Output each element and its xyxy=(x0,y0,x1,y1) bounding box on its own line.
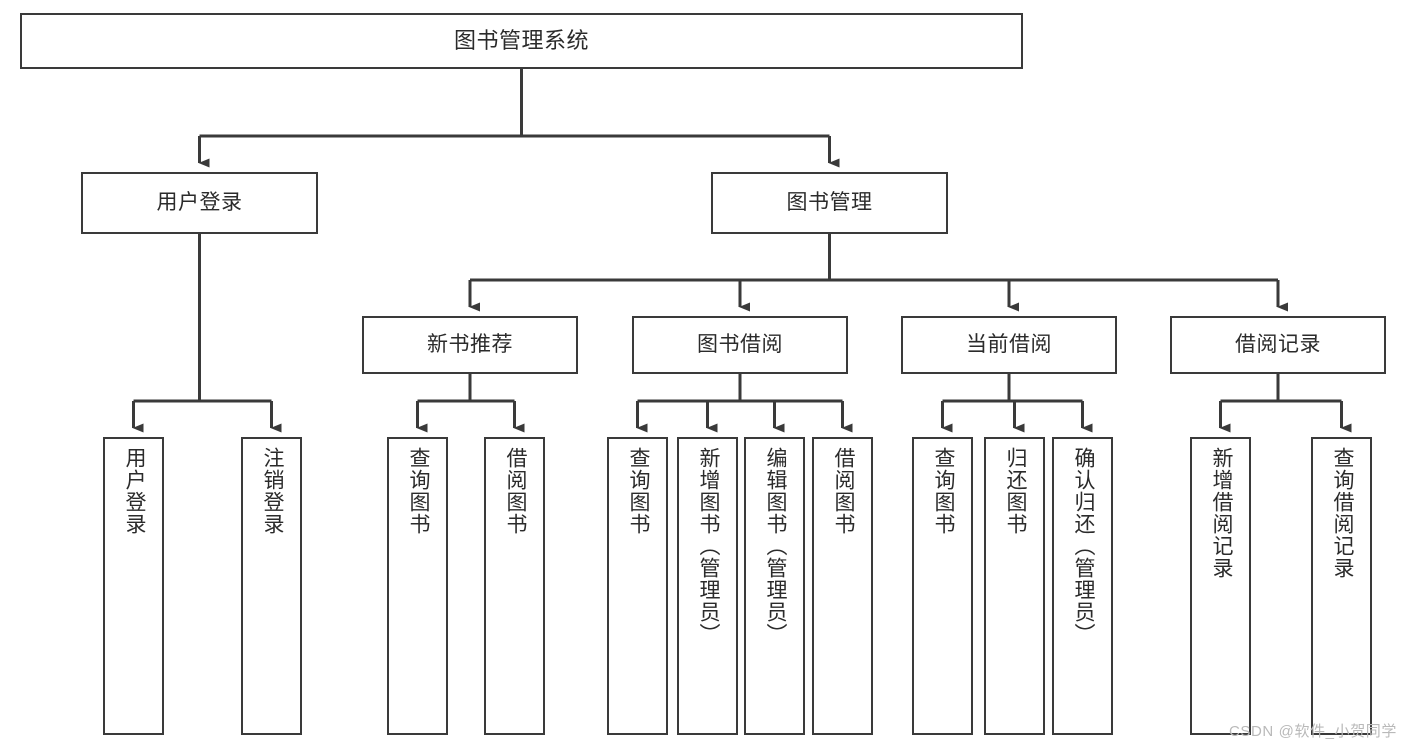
node-box-leaf13[interactable]: 查询借阅记录 xyxy=(1311,437,1372,735)
node-box-root[interactable]: 图书管理系统 xyxy=(20,13,1023,69)
node-box-borrow[interactable]: 图书借阅 xyxy=(632,316,848,374)
node-box-leaf10[interactable]: 归还图书 xyxy=(984,437,1045,735)
node-label-borrow: 图书借阅 xyxy=(697,332,783,356)
node-label-login: 用户登录 xyxy=(156,190,243,214)
node-label-bookmgmt: 图书管理 xyxy=(786,190,873,214)
node-label-leaf12: 新增借阅记录 xyxy=(1209,447,1233,579)
node-box-leaf7[interactable]: 编辑图书（管理员） xyxy=(744,437,805,735)
node-box-leaf2[interactable]: 注销登录 xyxy=(241,437,302,735)
node-label-leaf13: 查询借阅记录 xyxy=(1330,447,1354,579)
edge-paths xyxy=(132,69,1352,433)
node-box-leaf5[interactable]: 查询图书 xyxy=(607,437,668,735)
node-box-leaf1[interactable]: 用户登录 xyxy=(103,437,164,735)
node-label-leaf8: 借阅图书 xyxy=(831,447,855,535)
node-label-current: 当前借阅 xyxy=(966,332,1052,356)
node-label-root: 图书管理系统 xyxy=(453,28,589,54)
node-label-leaf2: 注销登录 xyxy=(260,447,284,535)
node-box-leaf11[interactable]: 确认归还（管理员） xyxy=(1052,437,1113,735)
node-label-leaf3: 查询图书 xyxy=(406,447,430,535)
node-label-records: 借阅记录 xyxy=(1235,332,1321,356)
node-label-leaf5: 查询图书 xyxy=(626,447,650,535)
node-box-newrec[interactable]: 新书推荐 xyxy=(362,316,578,374)
node-box-current[interactable]: 当前借阅 xyxy=(901,316,1117,374)
node-label-newrec: 新书推荐 xyxy=(427,332,513,356)
node-box-login[interactable]: 用户登录 xyxy=(81,172,318,234)
node-label-leaf4: 借阅图书 xyxy=(503,447,527,535)
node-label-leaf7: 编辑图书（管理员） xyxy=(763,447,787,645)
node-label-leaf1: 用户登录 xyxy=(122,447,146,535)
node-label-leaf6: 新增图书（管理员） xyxy=(696,447,720,645)
node-box-leaf4[interactable]: 借阅图书 xyxy=(484,437,545,735)
node-label-leaf10: 归还图书 xyxy=(1003,447,1027,535)
node-box-leaf8[interactable]: 借阅图书 xyxy=(812,437,873,735)
node-box-records[interactable]: 借阅记录 xyxy=(1170,316,1386,374)
node-box-leaf9[interactable]: 查询图书 xyxy=(912,437,973,735)
node-label-leaf9: 查询图书 xyxy=(931,447,955,535)
node-label-leaf11: 确认归还（管理员） xyxy=(1071,447,1095,645)
node-box-leaf12[interactable]: 新增借阅记录 xyxy=(1190,437,1251,735)
node-box-leaf3[interactable]: 查询图书 xyxy=(387,437,448,735)
node-box-leaf6[interactable]: 新增图书（管理员） xyxy=(677,437,738,735)
node-box-bookmgmt[interactable]: 图书管理 xyxy=(711,172,948,234)
